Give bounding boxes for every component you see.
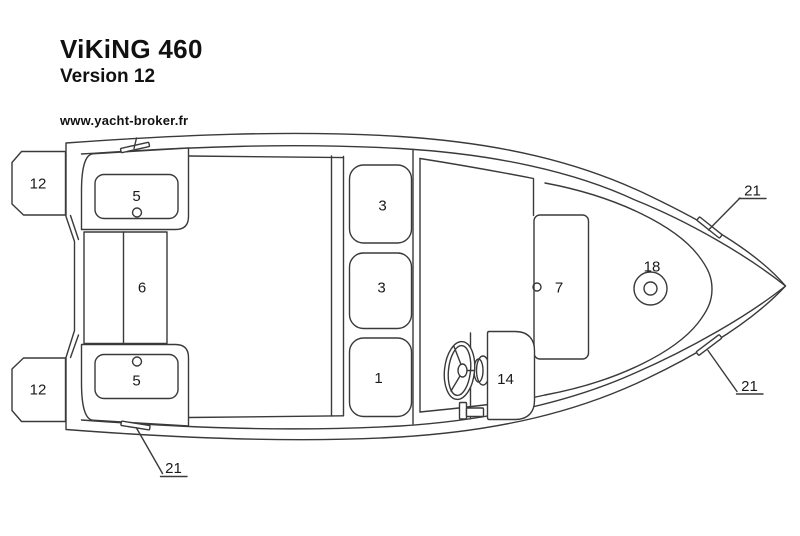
cleat-bow-bottom-icon	[695, 334, 723, 356]
pontoon-bottom	[11, 357, 67, 423]
label-stern-cushion-bottom: 5	[132, 373, 140, 390]
seat-forward	[348, 164, 413, 244]
label-seat-middle: 3	[377, 280, 385, 297]
coaming-bottom-line	[187, 415, 345, 419]
leader-cleat-stern	[135, 427, 164, 475]
engine-well	[83, 231, 168, 345]
cupholder-top-icon	[131, 207, 143, 218]
label-cleat-stern: 21	[165, 460, 182, 477]
seat-aft	[348, 337, 413, 418]
bow-seat-fitting-icon	[532, 282, 542, 292]
leader-cleat-bow-bottom	[707, 349, 738, 393]
label-engine-well: 6	[138, 280, 146, 297]
hull-outline	[65, 132, 787, 441]
doc-title: ViKiNG 460	[60, 34, 203, 64]
transom-bracket-top	[69, 214, 80, 241]
label-pontoon-top: 12	[30, 176, 47, 193]
title-block: ViKiNG 460 Version 12 www.yacht-broker.f…	[60, 34, 203, 129]
sidedeck-curve-top	[419, 157, 535, 217]
label-stern-cushion-top: 5	[132, 188, 140, 205]
gunwale-inner-line	[80, 145, 787, 430]
stern-cushion-top	[94, 173, 179, 220]
label-pontoon-bottom: 12	[30, 382, 47, 399]
label-bow-seat: 7	[555, 280, 563, 297]
helm-console	[486, 330, 536, 421]
leader-cleat-bow-top	[707, 197, 741, 231]
stern-cushion-bottom	[94, 353, 179, 400]
throttle-base	[465, 407, 485, 418]
label-seat-forward: 3	[378, 198, 386, 215]
website-url: www.yacht-broker.fr	[60, 113, 189, 129]
label-cleat-bow-top: 21	[744, 183, 761, 200]
cleat-bow-top-icon	[696, 216, 723, 239]
bow-light-inner-icon	[643, 281, 658, 296]
coaming-top-line	[187, 155, 345, 159]
throttle-lever	[458, 401, 468, 420]
cleat-stern-top-tick	[133, 137, 138, 150]
steering-wheel-hub	[457, 363, 468, 378]
label-cleat-bow-bottom: 21	[741, 378, 758, 395]
label-bow-light: 18	[644, 259, 661, 276]
cupholder-bottom-icon	[131, 356, 143, 367]
label-seat-aft: 1	[374, 370, 382, 387]
cleat-stern-bottom-icon	[120, 420, 151, 431]
transom-bracket-bottom	[69, 334, 80, 359]
bow-light-outer-icon	[633, 271, 668, 306]
doc-subtitle: Version 12	[60, 66, 156, 88]
bow-deck-curve	[544, 182, 713, 396]
pontoon-top	[11, 150, 67, 216]
seat-middle	[348, 252, 413, 330]
bow-seat	[533, 214, 590, 360]
label-helm-console: 14	[497, 371, 514, 388]
